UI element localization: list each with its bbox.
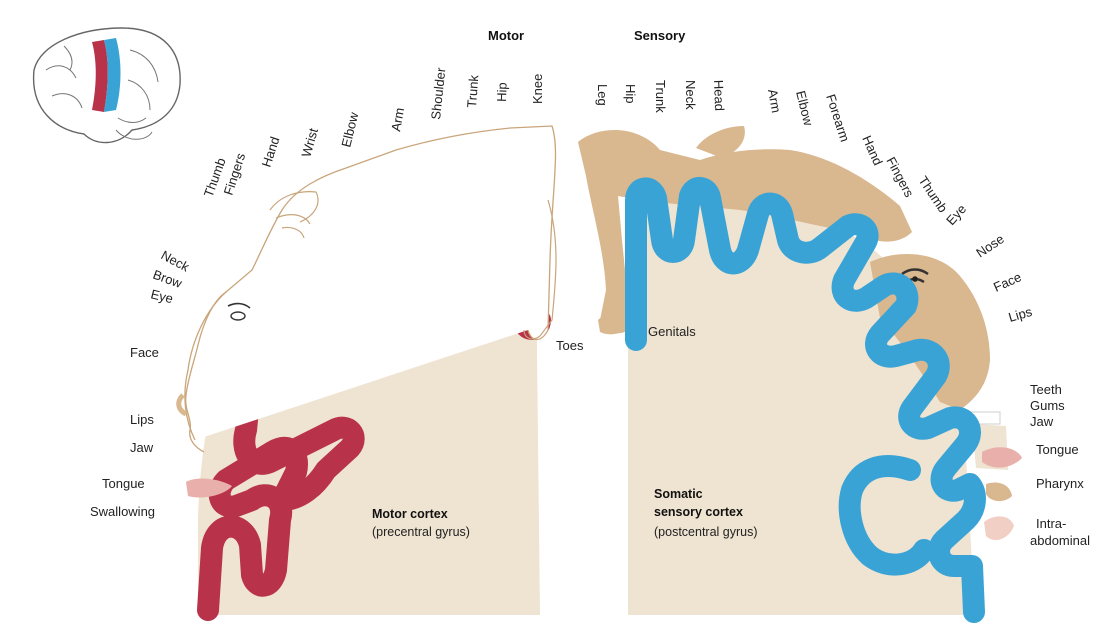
label-sensory-nose: Nose bbox=[973, 231, 1007, 260]
label-motor-shoulder: Shoulder bbox=[428, 66, 448, 120]
sensory-cortex-title-2: sensory cortex bbox=[654, 505, 743, 519]
label-motor-arm: Arm bbox=[388, 106, 407, 132]
motor-hemisphere bbox=[179, 126, 556, 615]
label-motor-face: Face bbox=[130, 345, 159, 360]
label-sensory-leg: Leg bbox=[595, 84, 610, 106]
label-sensory-tongue: Tongue bbox=[1036, 442, 1079, 457]
label-sensory-elbow: Elbow bbox=[793, 89, 816, 128]
label-sensory-teeth: Teeth bbox=[1030, 382, 1062, 397]
label-sensory-trunk: Trunk bbox=[653, 80, 668, 113]
sensory-leg bbox=[586, 176, 628, 333]
motor-cortex-title: Motor cortex bbox=[372, 507, 448, 521]
motor-header: Motor bbox=[488, 28, 524, 43]
label-sensory-forearm: Forearm bbox=[823, 92, 852, 143]
label-motor-hip: Hip bbox=[494, 82, 510, 102]
sensory-header: Sensory bbox=[634, 28, 686, 43]
label-motor-swallowing: Swallowing bbox=[90, 504, 155, 519]
label-sensory-fingers: Fingers bbox=[883, 154, 917, 200]
label-motor-elbow: Elbow bbox=[338, 110, 361, 149]
label-motor-tongue: Tongue bbox=[102, 476, 145, 491]
label-sensory-head: Head bbox=[711, 80, 727, 112]
label-sensory-genitals: Genitals bbox=[648, 324, 696, 339]
label-sensory-face: Face bbox=[991, 269, 1024, 294]
label-motor-jaw: Jaw bbox=[130, 440, 154, 455]
label-motor-eye: Eye bbox=[149, 286, 174, 306]
sensory-cortex-title-1: Somatic bbox=[654, 487, 703, 501]
sensory-pupil bbox=[912, 276, 918, 282]
sensory-tongue bbox=[982, 447, 1022, 467]
label-sensory-abdominal: abdominal bbox=[1030, 533, 1090, 548]
label-sensory-hand: Hand bbox=[859, 133, 885, 167]
label-motor-trunk: Trunk bbox=[464, 74, 481, 108]
sensory-cortex-subtitle: (postcentral gyrus) bbox=[654, 525, 758, 539]
label-motor-lips: Lips bbox=[130, 412, 154, 427]
label-sensory-arm: Arm bbox=[765, 88, 784, 114]
label-sensory-lips: Lips bbox=[1007, 304, 1035, 325]
label-sensory-thumb: Thumb bbox=[916, 173, 951, 215]
motor-cortex-subtitle: (precentral gyrus) bbox=[372, 525, 470, 539]
label-sensory-jaw: Jaw bbox=[1030, 414, 1054, 429]
inset-brain bbox=[34, 28, 181, 143]
label-sensory-hip: Hip bbox=[623, 84, 638, 104]
sensory-hemisphere bbox=[578, 126, 1022, 615]
label-sensory-intra: Intra- bbox=[1036, 516, 1066, 531]
label-motor-knee: Knee bbox=[530, 74, 545, 104]
sensory-pharynx bbox=[986, 483, 1012, 502]
label-motor-wrist: Wrist bbox=[298, 126, 321, 159]
label-motor-fingers: Fingers bbox=[221, 151, 249, 197]
label-sensory-pharynx: Pharynx bbox=[1036, 476, 1084, 491]
label-motor-toes: Toes bbox=[556, 338, 584, 353]
label-sensory-neck: Neck bbox=[683, 80, 698, 110]
sensory-intestine bbox=[984, 516, 1014, 540]
label-motor-hand: Hand bbox=[259, 135, 283, 169]
label-sensory-gums: Gums bbox=[1030, 398, 1065, 413]
